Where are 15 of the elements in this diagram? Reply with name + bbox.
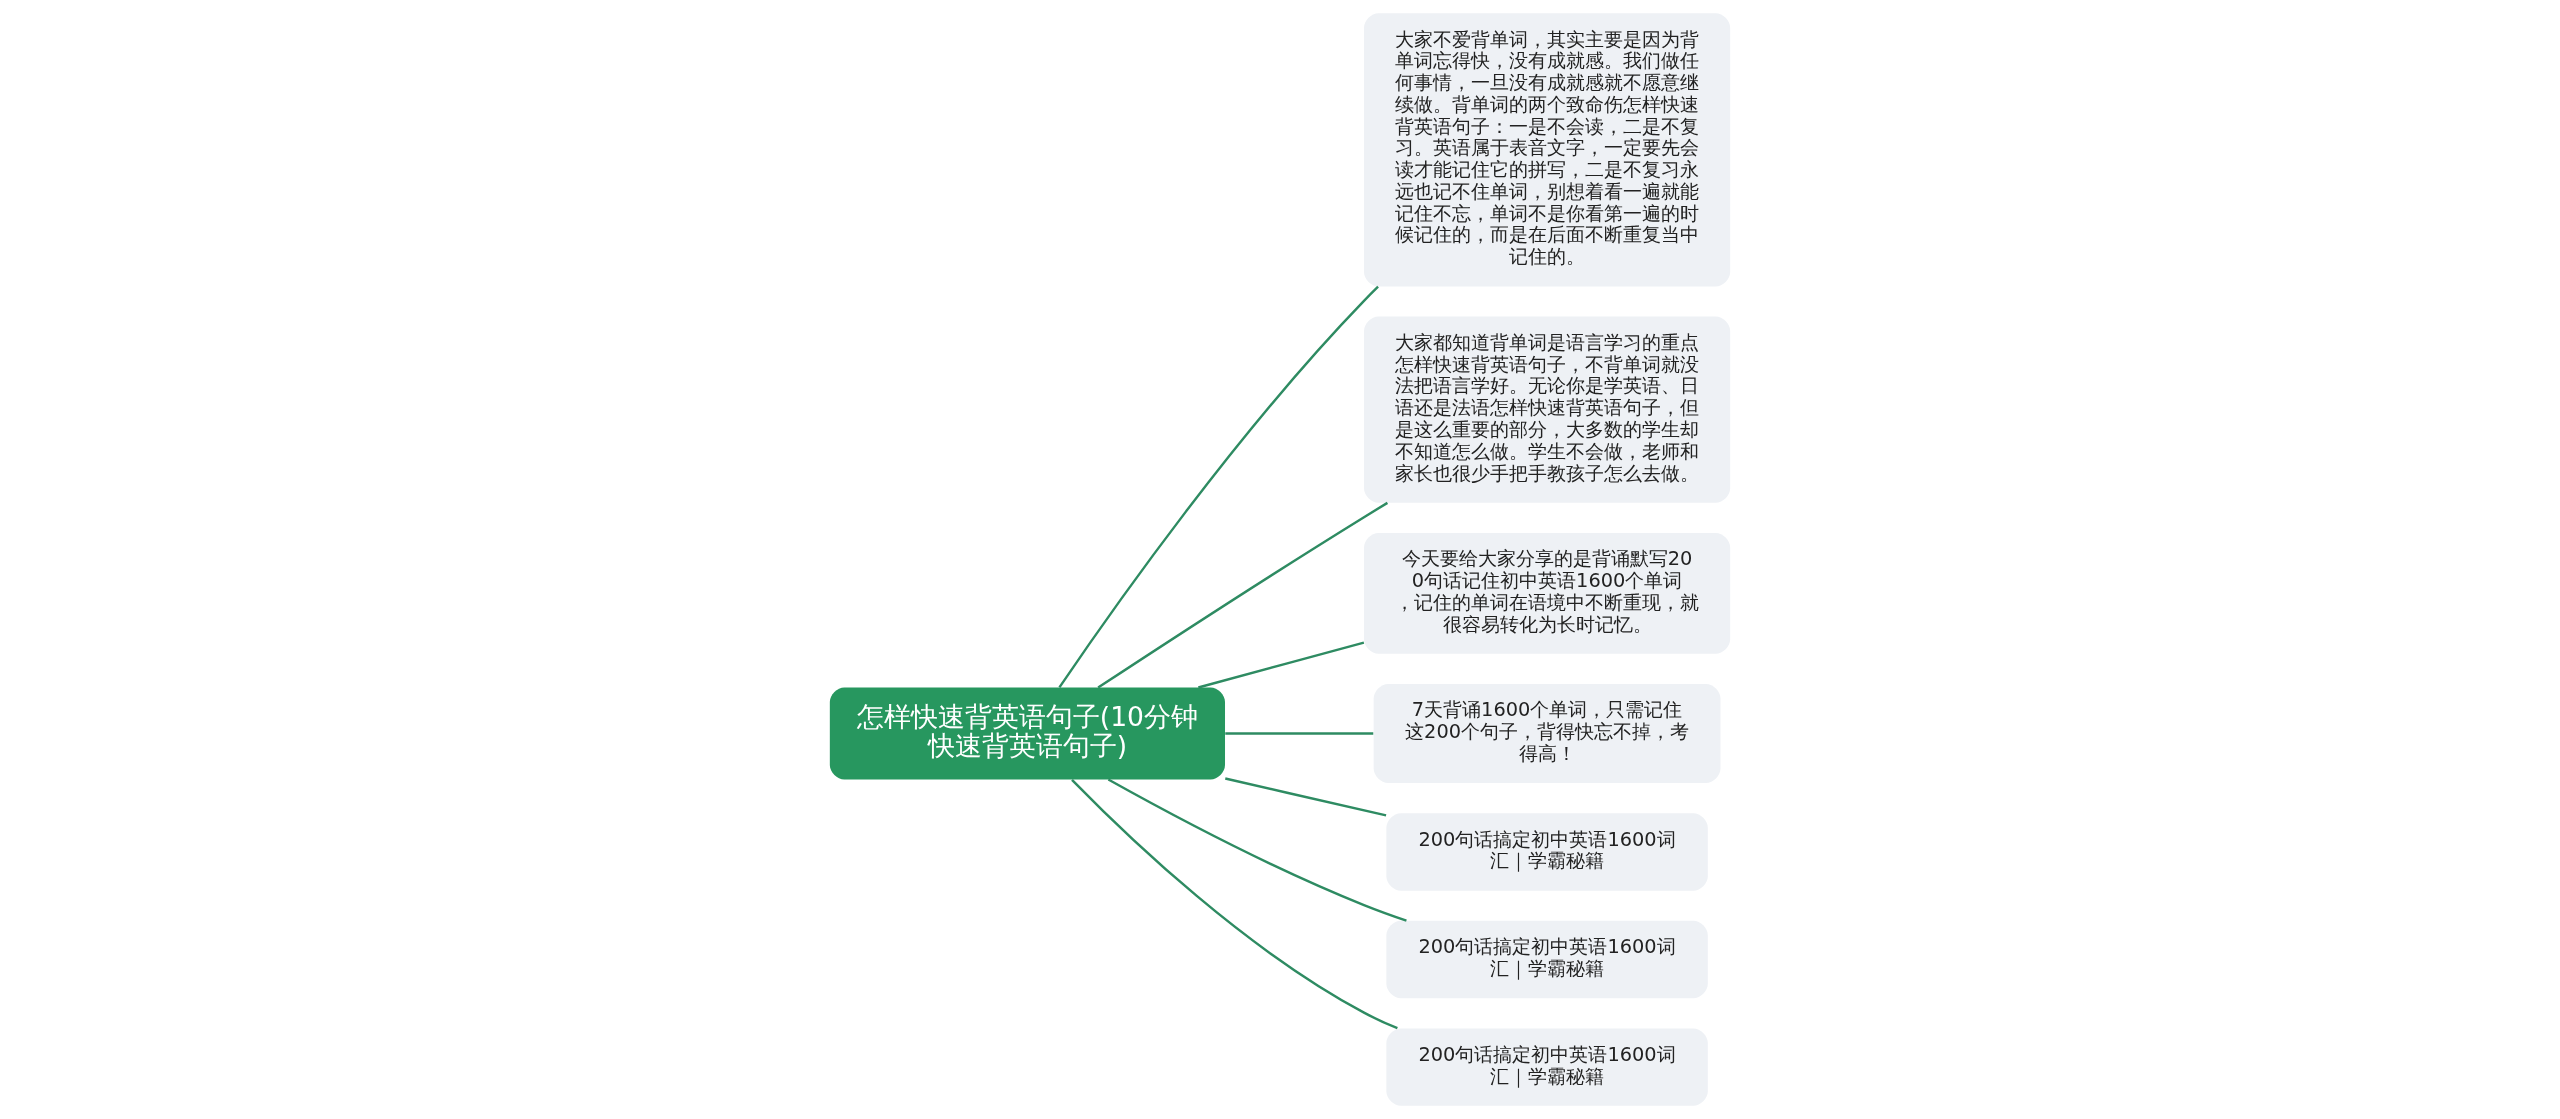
node-box: 200句话搞定初中英语1600词汇｜学霸秘籍 bbox=[1386, 920, 1708, 999]
connector bbox=[1225, 732, 1374, 735]
connector bbox=[1107, 778, 1407, 922]
node-box: 200句话搞定初中英语1600词汇｜学霸秘籍 bbox=[1386, 813, 1708, 891]
node-box: 大家都知道背单词是语言学习的重点怎样快速背英语句子，不背单词就没法把语言学好。无论你是学英语、日语还是法语怎样快速背英语句子，但是这么重要的部分，大多数的学生却不知道怎么做。学生不会做，老师和家长也很少手把手教孩子怎么去做。 bbox=[1364, 316, 1731, 503]
connector bbox=[1198, 641, 1365, 689]
connector bbox=[1058, 285, 1379, 688]
node-box: 大家不爱背单词，其实主要是因为背单词忘得快，没有成就感。我们做任何事情，一旦没有成就感就不愿意继续做。背单词的两个致命伤怎样快速背英语句子：一是不会读，二是不复习。英语属于表音文字，一定要先会读才能记住它的拼写，二是不复习永远也记不住单词，别想着看一遍就能记住不忘，单词不是你看第一遍的时候记住的，而是在后面不断重复当中记住的。 bbox=[1364, 13, 1731, 287]
node-box: 200句话搞定初中英语1600词汇｜学霸秘籍 bbox=[1386, 1028, 1708, 1106]
connector bbox=[1097, 501, 1389, 689]
connector bbox=[1071, 778, 1398, 1030]
connector bbox=[1225, 777, 1387, 817]
node-box: 今天要给大家分享的是背诵默写200句话记住初中英语1600个单词，记住的单词在语境中不断重现，就很容易转化为长时记忆。 bbox=[1364, 532, 1731, 654]
node-box: 7天背诵1600个单词，只需记住这200个句子，背得快忘不掉，考得高！ bbox=[1373, 684, 1721, 784]
node-box: 怎样快速背英语句子(10分钟快速背英语句子) bbox=[829, 687, 1225, 780]
